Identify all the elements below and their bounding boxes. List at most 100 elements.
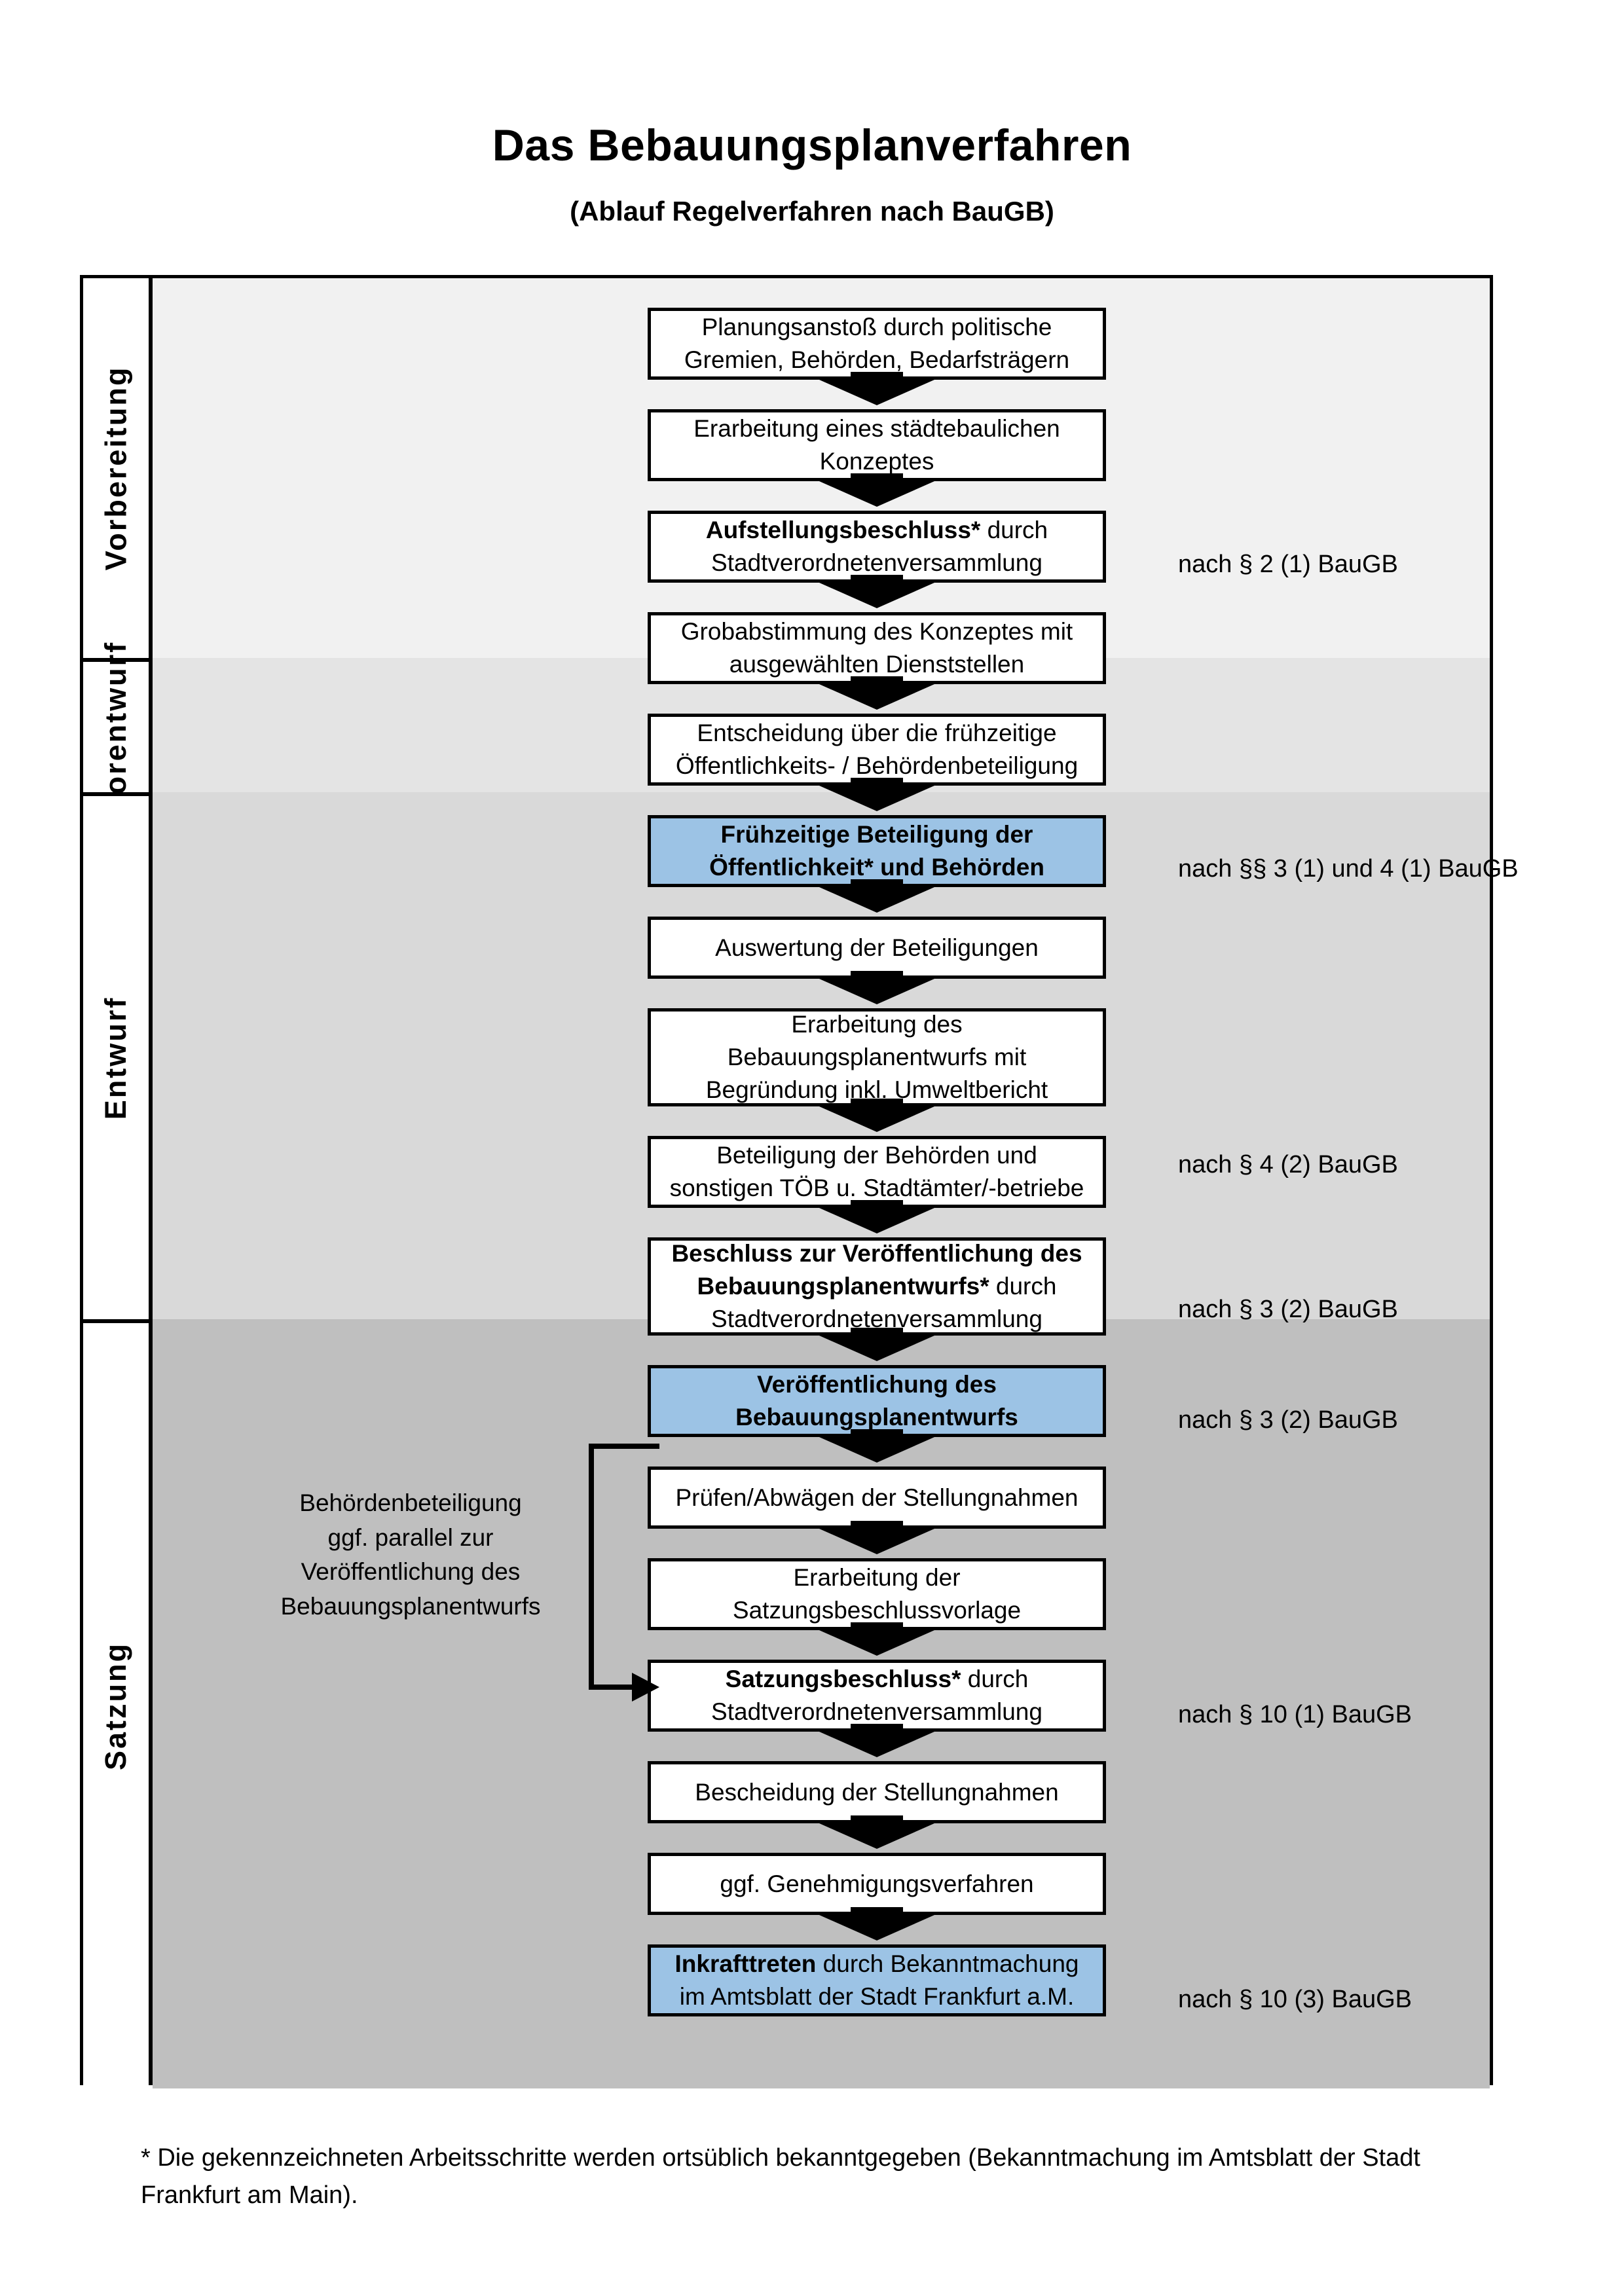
flow-step-line: Bebauungsplanentwurfs mit	[727, 1044, 1027, 1071]
page-title: Das Bebauungsplanverfahren	[492, 120, 1132, 170]
flow-arrow-planungsanstoss-to-staedtebauliches-konzept	[819, 372, 934, 409]
flow-step-line: im Amtsblatt der Stadt Frankfurt a.M.	[679, 1983, 1075, 2010]
phase-label-text: Entwurf	[99, 996, 133, 1120]
arrow-shaft	[851, 1815, 903, 1825]
annotation-ann-p3-2b: nach § 3 (2) BauGB	[1178, 1406, 1398, 1434]
flow-arrow-satzungsbeschluss-to-bescheidung-stellungnahmen	[819, 1724, 934, 1761]
flow-step-line: Öffentlichkeit* und Behörden	[709, 854, 1044, 881]
arrow-head	[819, 583, 934, 608]
arrow-head	[819, 380, 934, 405]
side-note-line: Bebauungsplanentwurfs	[280, 1592, 541, 1620]
arrow-head	[819, 684, 934, 710]
flow-step-line: Öffentlichkeits- / Behördenbeteiligung	[675, 752, 1079, 779]
flow-step-inkrafttreten: Inkrafttreten durch Bekanntmachung im Amt…	[648, 1944, 1106, 2016]
side-note-line: Veröffentlichung des	[301, 1558, 521, 1586]
arrow-shaft	[851, 1328, 903, 1337]
arrow-head	[819, 1208, 934, 1233]
flow-step-line: Beteiligung der Behörden und	[716, 1142, 1037, 1169]
flow-step-line: Beschluss zur Veröffentlichung des	[671, 1240, 1082, 1267]
phase-label-entwurf: Entwurf	[83, 792, 149, 1319]
flow-arrow-erarbeitung-bplanentwurf-to-beteiligung-behoerden	[819, 1099, 934, 1136]
flow-step-line: Grobabstimmung des Konzeptes mit	[680, 618, 1073, 646]
flow-step-line: Planungsanstoß durch politische	[701, 314, 1052, 341]
flow-step-line: Bescheidung der Stellungnahmen	[695, 1778, 1059, 1806]
arrow-shaft	[851, 473, 903, 483]
annotation-ann-p10-1: nach § 10 (1) BauGB	[1178, 1701, 1412, 1728]
side-note-line: ggf. parallel zur	[327, 1523, 494, 1551]
flow-step-line: Auswertung der Beteiligungen	[715, 934, 1039, 961]
arrow-shaft	[851, 575, 903, 584]
annotation-ann-p2-1: nach § 2 (1) BauGB	[1178, 551, 1398, 578]
phase-label-satzung: Satzung	[83, 1319, 149, 2088]
phase-label-text: Vorentwurf	[99, 640, 133, 814]
flow-arrow-beschluss-veroeffentlichung-to-veroeffentlichung-bplanentwurf	[819, 1328, 934, 1365]
label-column-divider	[149, 278, 153, 2082]
flow-arrow-aufstellungsbeschluss-to-grobabstimmung	[819, 575, 934, 612]
flow-arrow-entscheidung-fruehzeitige-beteiligung-to-fruehzeitige-beteiligung	[819, 778, 934, 815]
flow-arrow-beteiligung-behoerden-to-beschluss-veroeffentlichung	[819, 1200, 934, 1237]
arrow-shaft	[851, 1907, 903, 1916]
phase-label-vorbereitung: Vorbereitung	[83, 278, 149, 658]
arrow-head	[819, 1437, 934, 1463]
flow-step-line: Frühzeitige Beteiligung der	[720, 821, 1033, 848]
arrow-head	[819, 1630, 934, 1656]
flow-arrow-pruefen-abwaegen-to-satzungsbeschlussvorlage	[819, 1521, 934, 1558]
flow-step-line: Bebauungsplanentwurfs	[735, 1404, 1018, 1430]
flow-step-line: Gremien, Behörden, Bedarfsträgern	[684, 346, 1070, 373]
arrow-head	[819, 1915, 934, 1941]
flow-step-line: Erarbeitung der	[793, 1564, 961, 1592]
flow-step-line: Konzeptes	[819, 448, 934, 475]
annotation-ann-p3-2a: nach § 3 (2) BauGB	[1178, 1296, 1398, 1323]
flow-step-line: Satzungsbeschlussvorlage	[732, 1597, 1022, 1624]
flow-step-line: Prüfen/Abwägen der Stellungnahmen	[675, 1484, 1079, 1511]
annotation-ann-p4-2: nach § 4 (2) BauGB	[1178, 1151, 1398, 1178]
arrow-shaft	[851, 971, 903, 980]
phase-label-text: Vorbereitung	[99, 365, 132, 571]
arrow-shaft	[851, 879, 903, 888]
arrow-shaft	[851, 1724, 903, 1733]
arrow-shaft	[851, 1099, 903, 1108]
arrow-head	[819, 1336, 934, 1361]
flow-arrow-staedtebauliches-konzept-to-aufstellungsbeschluss	[819, 473, 934, 511]
flow-step-line: Inkrafttreten durch Bekanntmachung	[674, 1950, 1079, 1978]
flow-arrow-auswertung-beteiligungen-to-erarbeitung-bplanentwurf	[819, 971, 934, 1008]
flow-step-line: Veröffentlichung des	[757, 1371, 997, 1398]
flow-step-line: Stadtverordnetenversammlung	[711, 1698, 1043, 1725]
page-subtitle: (Ablauf Regelverfahren nach BauGB)	[570, 195, 1054, 227]
flow-step-genehmigungsverfahren: ggf. Genehmigungsverfahren	[648, 1853, 1106, 1915]
arrow-head	[819, 1529, 934, 1554]
flow-step-line: ggf. Genehmigungsverfahren	[720, 1870, 1034, 1897]
arrow-shaft	[851, 1622, 903, 1631]
flow-step-line: Satzungsbeschluss* durch	[725, 1666, 1029, 1693]
flow-step-pruefen-abwaegen: Prüfen/Abwägen der Stellungnahmen	[648, 1467, 1106, 1529]
flow-arrow-grobabstimmung-to-entscheidung-fruehzeitige-beteiligung	[819, 676, 934, 714]
flow-arrow-fruehzeitige-beteiligung-to-auswertung-beteiligungen	[819, 879, 934, 917]
side-note-line: Behördenbeteiligung	[299, 1489, 522, 1516]
flow-step-bescheidung-stellungnahmen: Bescheidung der Stellungnahmen	[648, 1761, 1106, 1823]
flow-step-auswertung-beteiligungen: Auswertung der Beteiligungen	[648, 917, 1106, 979]
annotation-ann-p3p4: nach §§ 3 (1) und 4 (1) BauGB	[1178, 855, 1519, 883]
phase-label-text: Satzung	[99, 1641, 132, 1770]
flow-arrow-genehmigungsverfahren-to-inkrafttreten	[819, 1907, 934, 1944]
flow-step-line: Entscheidung über die frühzeitige	[697, 720, 1057, 747]
footnote-line-2: Frankfurt am Main).	[141, 2181, 358, 2209]
flow-step-line: Erarbeitung eines städtebaulichen	[693, 415, 1060, 443]
arrow-head	[819, 1732, 934, 1757]
flow-arrow-veroeffentlichung-bplanentwurf-to-pruefen-abwaegen	[819, 1429, 934, 1467]
annotation-ann-p10-3: nach § 10 (3) BauGB	[1178, 1986, 1412, 2013]
arrow-head	[819, 1823, 934, 1849]
flow-step-line: Stadtverordnetenversammlung	[711, 549, 1043, 576]
flow-arrow-satzungsbeschlussvorlage-to-satzungsbeschluss	[819, 1622, 934, 1660]
footnote: * Die gekennzeichneten Arbeitsschritte w…	[141, 2140, 1529, 2214]
